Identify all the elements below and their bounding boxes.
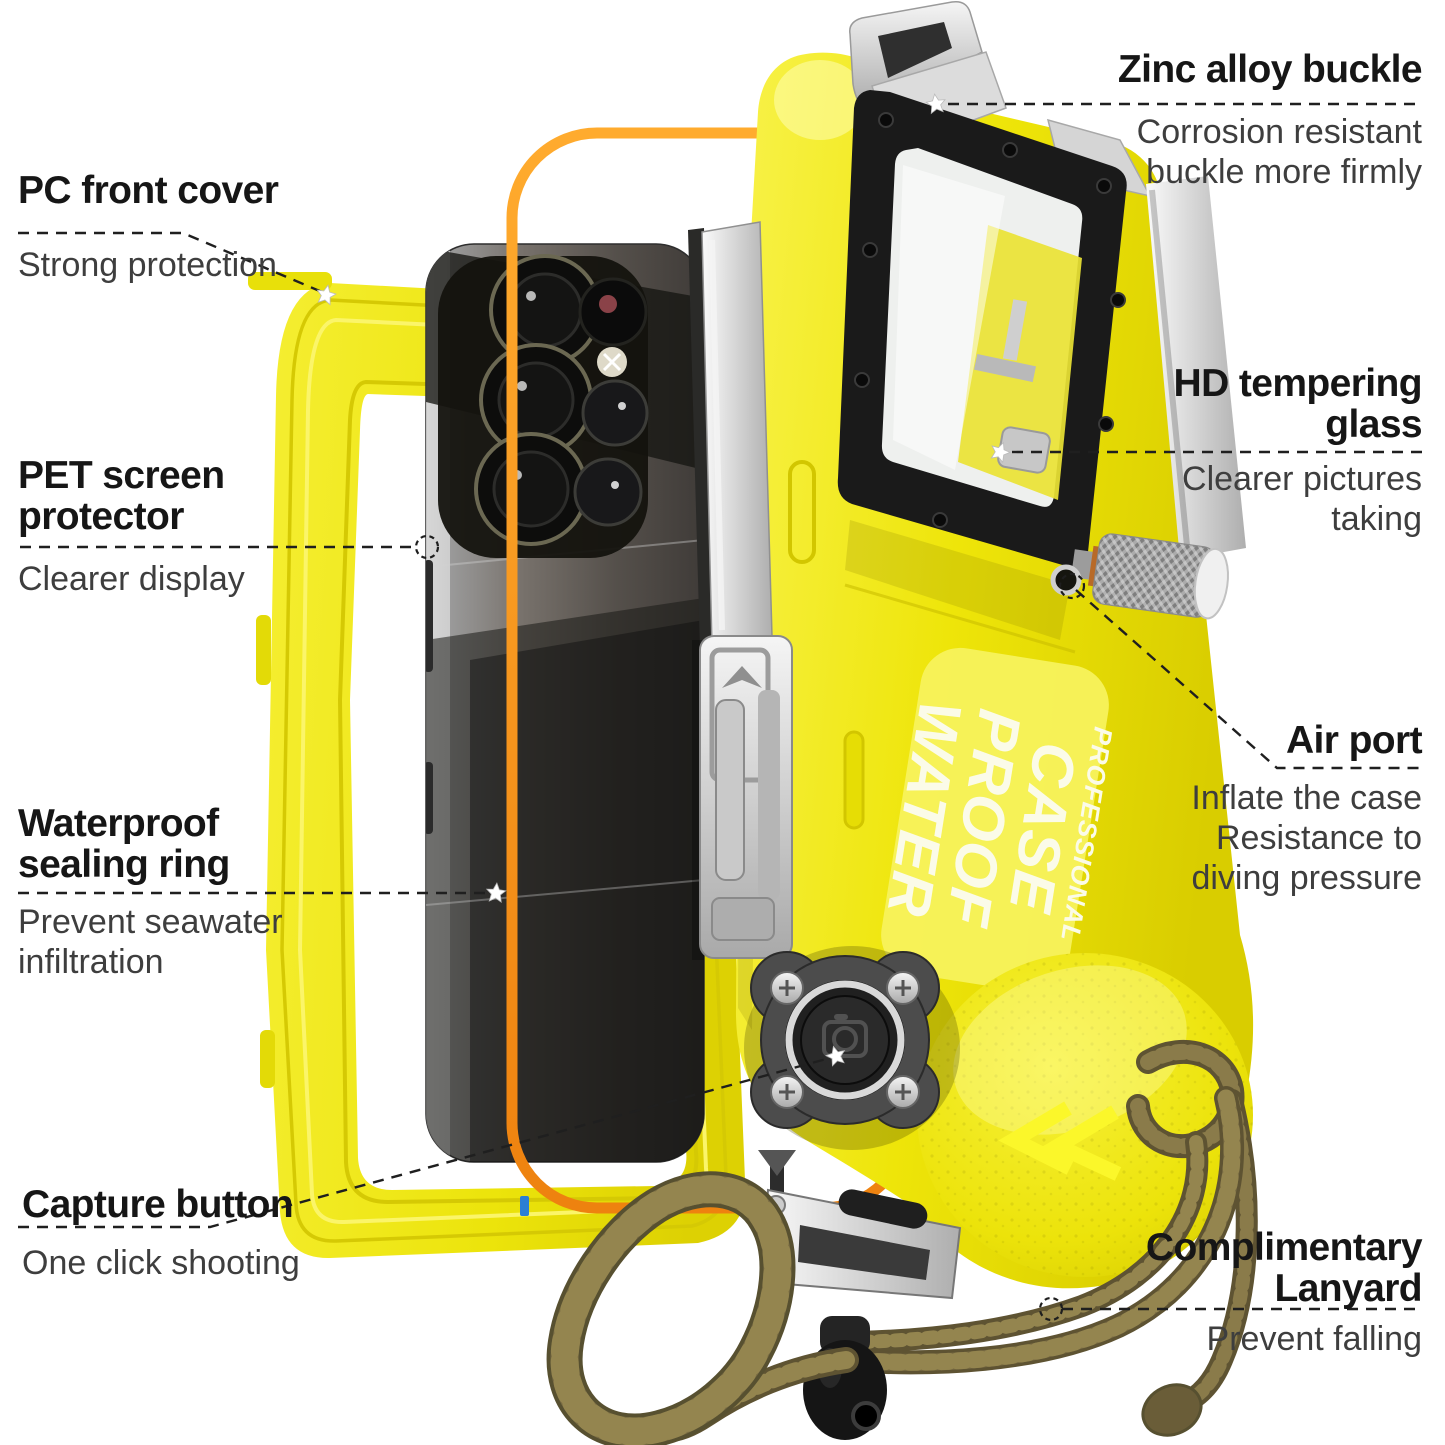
callout-title-complimentary-lanyard: Complimentary Lanyard bbox=[1145, 1226, 1423, 1311]
phone-camera-module bbox=[438, 254, 649, 558]
callout-desc-pet-screen-protector: Clearer display bbox=[18, 560, 245, 598]
case-slot bbox=[788, 460, 816, 564]
callout-desc-capture-button: One click shooting bbox=[22, 1244, 300, 1282]
callout-desc-zinc-alloy-buckle: Corrosion resistant buckle more firmly bbox=[1136, 113, 1422, 191]
camera-lens-1 bbox=[489, 254, 601, 366]
callout-title-air-port: Air port bbox=[1285, 719, 1423, 762]
frame-blue-clip bbox=[520, 1196, 529, 1216]
case-slot bbox=[843, 730, 865, 830]
callout-desc-hd-tempering-glass: Clearer pictures taking bbox=[1182, 460, 1422, 538]
phone-volume-button bbox=[426, 560, 433, 672]
lanyard bbox=[546, 1039, 1258, 1445]
lock-lever bbox=[701, 221, 773, 647]
camera-lens-tele bbox=[581, 379, 649, 447]
phone-power-button bbox=[426, 762, 433, 834]
phone bbox=[425, 243, 705, 1163]
callout-title-capture-button: Capture button bbox=[22, 1183, 294, 1226]
callout-title-zinc-alloy-buckle: Zinc alloy buckle bbox=[1117, 48, 1423, 91]
camera-lens-3 bbox=[474, 432, 588, 546]
capture-button bbox=[744, 946, 960, 1150]
cord-end-knot bbox=[1141, 1383, 1203, 1437]
hinge bbox=[692, 635, 793, 960]
callout-title-pet-screen-protector: PET screen protector bbox=[18, 454, 225, 539]
frame-side-tab bbox=[260, 1030, 275, 1088]
callout-desc-pc-front-cover: Strong protection bbox=[18, 246, 277, 284]
phone-lower-reflection bbox=[426, 598, 704, 1162]
camera-lens-wide bbox=[573, 457, 643, 527]
frame-side-tab bbox=[256, 615, 271, 685]
case-print-panel: PROFESSIONAL CASE PROOF WATER bbox=[874, 647, 1119, 993]
hd-tempering-glass-window bbox=[837, 90, 1127, 568]
callout-desc-waterproof-sealing-ring: Prevent seawater infiltration bbox=[18, 903, 283, 981]
callout-title-waterproof-sealing-ring: Waterproof sealing ring bbox=[18, 802, 230, 887]
callout-desc-complimentary-lanyard: Prevent falling bbox=[1206, 1320, 1422, 1358]
air-port-hole bbox=[1050, 564, 1082, 596]
buckle-rail bbox=[1146, 176, 1246, 560]
callout-desc-air-port: Inflate the case Resistance to diving pr… bbox=[1191, 779, 1422, 897]
case-grip bbox=[917, 953, 1253, 1277]
callout-title-pc-front-cover: PC front cover bbox=[18, 169, 279, 212]
grip-arrow-decal bbox=[1042, 1105, 1122, 1181]
callout-title-hd-tempering-glass: HD tempering glass bbox=[1173, 362, 1423, 447]
bezel-screws bbox=[854, 112, 1126, 528]
laser-af-sensor bbox=[578, 277, 648, 347]
